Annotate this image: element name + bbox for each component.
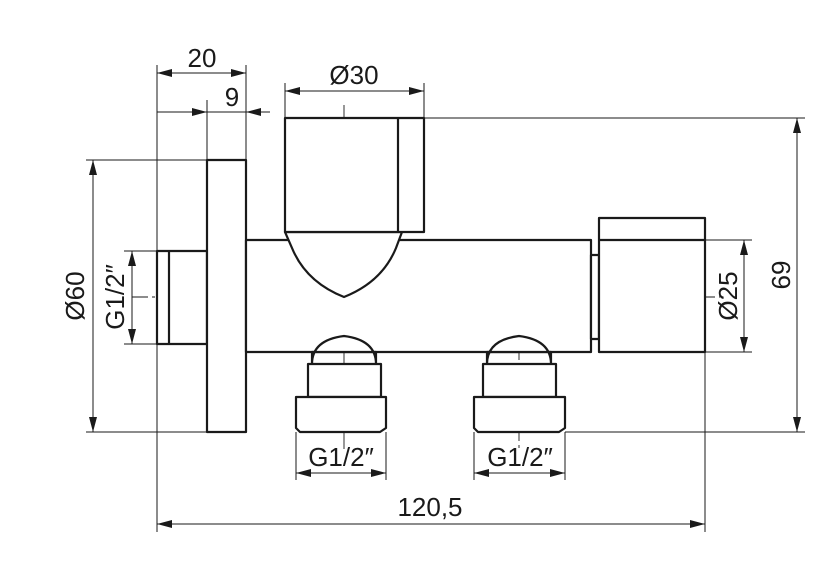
handle-knob [283, 116, 426, 234]
dim-outlet-2-thread: G1/2″ [487, 442, 553, 472]
outlet-1-neck [310, 334, 378, 366]
wall-flange [205, 158, 248, 434]
dimension-labels: 20 9 Ø30 Ø60 G1/2″ Ø25 69 G1/2″ G1/2″ 12… [60, 43, 796, 522]
outlet-1-nut [294, 395, 388, 434]
dim-overall-length: 120,5 [397, 492, 462, 522]
dim-flange-thickness: 9 [225, 82, 239, 112]
outlet-1-body [306, 362, 383, 399]
cap-collar [589, 253, 601, 341]
outlet-2-neck [485, 334, 553, 366]
dim-overall-height: 69 [766, 261, 796, 290]
dim-flange-offset: 20 [188, 43, 217, 73]
dimension-lines [89, 69, 801, 528]
dim-outlet-1-thread: G1/2″ [308, 442, 374, 472]
dim-flange-diameter: Ø60 [60, 271, 90, 320]
valve-body-outline [155, 116, 707, 434]
end-cap [597, 216, 707, 354]
outlet-2-nut [472, 395, 567, 434]
dim-handle-diameter: Ø30 [329, 60, 378, 90]
outlet-2-body [481, 362, 558, 399]
dim-inlet-thread: G1/2″ [100, 264, 130, 330]
handle-cone [283, 230, 404, 299]
inlet-thread-stub [155, 249, 209, 346]
dim-cap-diameter: Ø25 [713, 271, 743, 320]
